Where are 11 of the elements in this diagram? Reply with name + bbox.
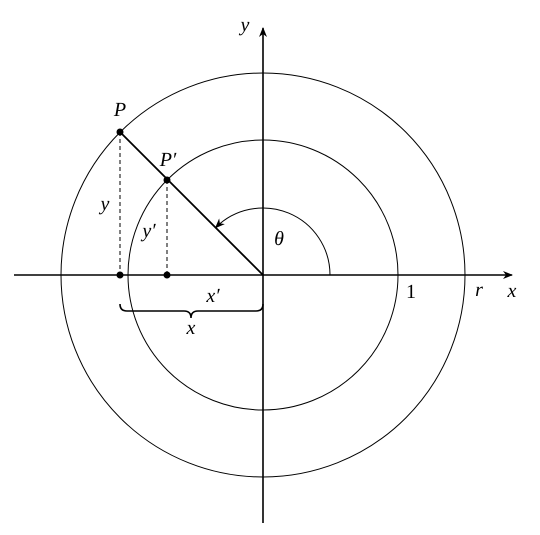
math-label: r [475,280,483,300]
math-label: P [114,100,126,120]
math-label: x [508,281,516,301]
math-label: x [186,318,196,338]
math-label: y [240,15,250,35]
math-label: P′ [160,150,176,170]
math-label: θ [274,229,284,249]
math-label: y′ [142,221,156,241]
math-label: 1 [406,282,416,302]
math-label: y [100,194,110,214]
math-label: x′ [206,286,220,306]
